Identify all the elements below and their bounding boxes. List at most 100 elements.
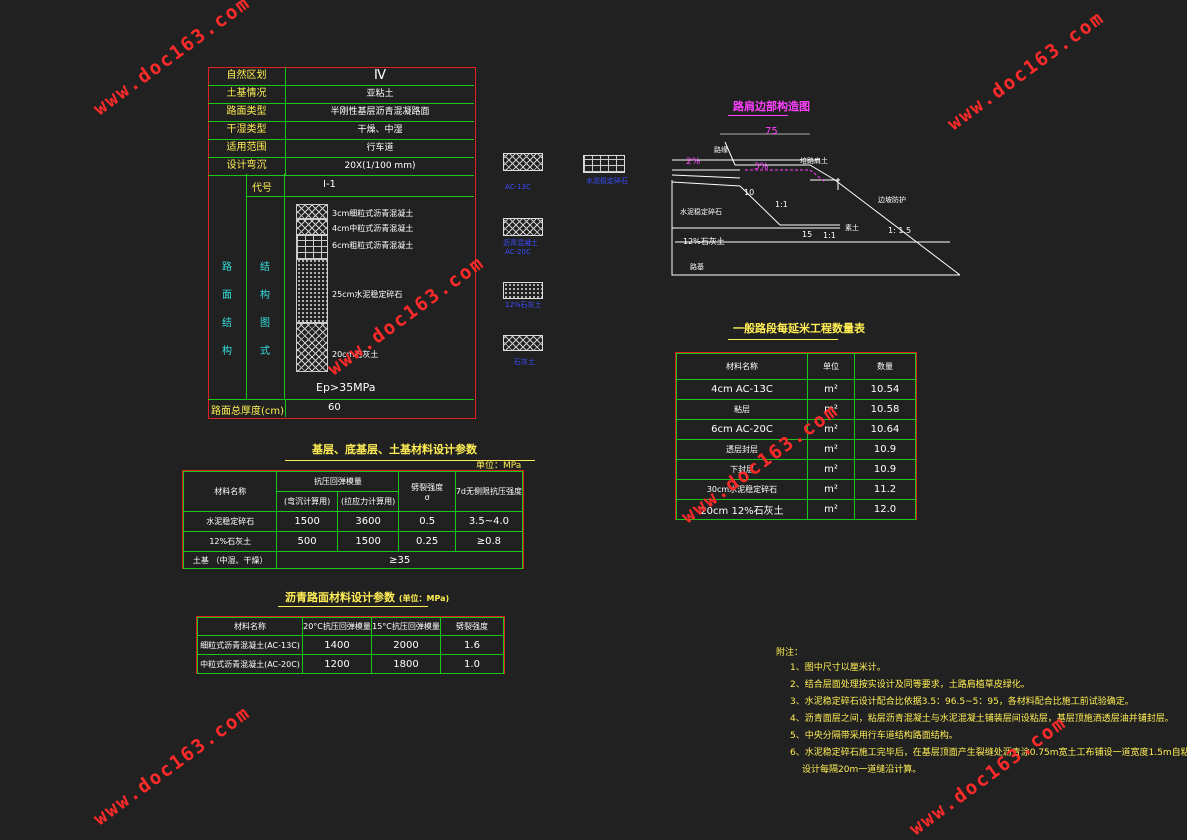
note-item: 设计每隔20m一道缝沿计算。 [802, 765, 922, 775]
slope-protect-label: 边坡防护 [878, 196, 906, 204]
ratio-3: 1: 1.5 [888, 226, 912, 235]
qty-h-unit: 单位 [807, 353, 855, 380]
pavement-info-label: 路面类型 [208, 103, 286, 121]
pavement-info-label: 自然区划 [208, 67, 286, 85]
bp-h-material: 材料名称 [182, 471, 278, 512]
note-item: 3、水泥稳定碎石设计配合比依据3.5：96.5~5：95，各材料配合比施工前试验… [790, 697, 1134, 707]
note-item: 2、结合层面处理按实设计及同等要求，土路肩植草皮绿化。 [790, 680, 1030, 690]
asphalt-params-title: 沥青路面材料设计参数 (单位：MPa) [285, 591, 450, 604]
total-thickness-value: 60 [328, 402, 341, 413]
layer-label-5: 20cm石灰土 [332, 350, 379, 359]
pavement-info-value: 20X(1/100 mm) [344, 161, 416, 171]
layer-label-1: 3cm细粒式沥青混凝土 [332, 209, 414, 218]
pavement-info-label: 适用范围 [208, 139, 286, 157]
qty-row-value: 10.9 [854, 459, 916, 480]
pavement-info-value: 干燥、中湿 [357, 125, 403, 135]
side-label-road-structure: 路面结构 [222, 262, 232, 357]
bp-row2-name: 12%石灰土 [182, 531, 278, 552]
bp-row1-d: 3.5~4.0 [454, 511, 524, 532]
legend-label-1: AC-13C [505, 183, 531, 191]
total-thickness-label: 路面总厚度(cm) [211, 406, 285, 417]
ap-h-0: 材料名称 [197, 617, 303, 636]
qty-h-name: 材料名称 [676, 353, 808, 380]
bp-row2-d: ≥0.8 [454, 531, 524, 552]
pavement-info-label: 设计弯沉 [208, 157, 286, 175]
layer-lime-soil [296, 322, 328, 372]
bp-row2-b: 1500 [336, 531, 400, 552]
side-label-structure-diagram: 结构图式 [260, 262, 270, 357]
bp-row1-c: 0.5 [398, 511, 456, 532]
bp-row2-c: 0.25 [398, 531, 456, 552]
dim-75: 75 [765, 126, 778, 137]
ap-row2-b: 1800 [371, 654, 441, 674]
slope-2pct: 2% [686, 157, 701, 167]
bp-h-sub1: (弯沉计算用) [276, 491, 338, 512]
ap-row1-c: 1.6 [440, 635, 504, 655]
cement-label: 水泥稳定碎石 [680, 208, 722, 216]
edge-soil-label: 培路肩土 [800, 157, 828, 165]
qty-row-unit: m² [807, 499, 855, 520]
note-item: 1、图中尺寸以厘米计。 [790, 663, 886, 673]
qty-row-name: 4cm AC-13C [676, 379, 808, 400]
legend-label-2: 水泥稳定碎石 [586, 177, 628, 185]
roadbed-label: 路基 [690, 263, 704, 271]
ratio-2: 1:1 [823, 231, 836, 240]
curb-label: 路缘 [714, 146, 728, 154]
ap-h-1: 20°C抗压回弹模量 [302, 617, 372, 636]
qty-row-name: 20cm 12%石灰土 [676, 499, 808, 520]
legend-swatch-2 [583, 155, 625, 173]
pavement-info-label: 干湿类型 [208, 121, 286, 139]
legend-label-3: AC-20C [505, 248, 531, 256]
pavement-info-label: 土基情况 [208, 85, 286, 103]
asphalt-params-table: 材料名称 20°C抗压回弹模量 15°C抗压回弹模量 劈裂强度 细粒式沥青混凝土… [196, 616, 505, 674]
bp-row1-name: 水泥稳定碎石 [182, 511, 278, 532]
qty-row-value: 10.64 [854, 419, 916, 440]
bp-h-sub2: (拉应力计算用) [336, 491, 400, 512]
qty-row-value: 11.2 [854, 479, 916, 500]
qty-row-unit: m² [807, 459, 855, 480]
bp-soil-name: 土基 （中湿、干燥） [182, 551, 278, 569]
ep-value: Ep>35MPa [316, 381, 376, 394]
ap-row1-name: 细粒式沥青混凝土(AC-13C) [197, 635, 303, 655]
pavement-info-row: 路面类型 半刚性基层沥青混凝路面 [208, 103, 474, 122]
qty-h-qty: 数量 [854, 353, 916, 380]
layer-label-2: 4cm中粒式沥青混凝土 [332, 224, 414, 233]
legend-swatch-5 [503, 335, 543, 351]
pavement-info-row: 设计弯沉 20X(1/100 mm) [208, 157, 474, 176]
soil-label: 素土 [845, 224, 859, 232]
layer-cement-gravel [296, 258, 328, 324]
ratio-1: 1:1 [775, 200, 788, 209]
bp-h-modulus: 抗压回弹模量 [276, 471, 400, 492]
section-title: 路肩边部构造图 [733, 100, 810, 113]
ap-row2-a: 1200 [302, 654, 372, 674]
pavement-structure-area: 代号 I-1 路面结构 结构图式 3cm细粒式沥青混凝土 4cm中粒式沥青混凝土… [208, 174, 474, 399]
legend-swatch-4 [503, 282, 543, 299]
layer-label-4: 25cm水泥稳定碎石 [332, 290, 403, 299]
bp-h-7d: 7d无侧限抗压强度 [454, 471, 524, 512]
pavement-info-value: 半刚性基层沥青混凝路面 [330, 107, 430, 117]
qty-row-value: 10.58 [854, 399, 916, 420]
note-item: 4、沥青面层之间，粘层沥青混凝土与水泥混凝土铺装层间设粘层，基层顶施洒透层油并铺… [790, 714, 1174, 724]
watermark: www.doc163.com [89, 701, 255, 830]
code-value: I-1 [323, 179, 336, 190]
lime-label: 12%石灰土 [683, 237, 725, 246]
pavement-info-row: 干湿类型 干燥、中湿 [208, 121, 474, 140]
road-edge-cross-section [671, 133, 961, 276]
dim-15: 15 [802, 230, 813, 239]
note-item: 5、中央分隔带采用行车道结构路面结构。 [790, 731, 958, 741]
pavement-info-row: 土基情况亚粘土 [208, 85, 474, 104]
pavement-info-value: 行车道 [366, 143, 394, 153]
bp-row1-b: 3600 [336, 511, 400, 532]
watermark: www.doc163.com [943, 6, 1109, 135]
bp-row1-a: 1500 [276, 511, 338, 532]
pavement-structure-table [208, 67, 476, 419]
legend-label-6: 石灰土 [514, 358, 535, 366]
legend-swatch-1 [503, 153, 543, 171]
qty-row-unit: m² [807, 479, 855, 500]
layer-label-3: 6cm粗粒式沥青混凝土 [332, 241, 414, 250]
layer-ac20 [296, 234, 328, 260]
ap-h-2: 15°C抗压回弹模量 [371, 617, 441, 636]
